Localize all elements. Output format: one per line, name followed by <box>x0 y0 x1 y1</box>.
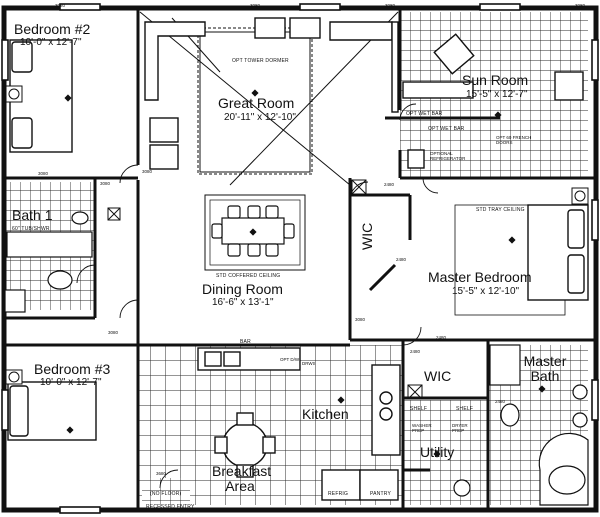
master-bedroom-name: Master Bedroom <box>428 269 532 285</box>
coffered-ceiling-inner <box>209 199 301 266</box>
bedroom3-dims: 10'-0" x 12'-7" <box>40 377 102 388</box>
nightstands <box>5 85 589 385</box>
entry-tile-floor <box>142 478 190 508</box>
master-bath-name: Master Bath <box>523 353 567 384</box>
kitchen-name: Kitchen <box>302 406 349 422</box>
note-drws: DRWS <box>302 361 316 366</box>
great-room-name: Great Room <box>218 95 295 111</box>
door-size: 2480 <box>495 399 506 404</box>
door-size: 3080 <box>575 3 586 8</box>
coffered-ceiling-outline <box>204 194 306 271</box>
door-size: 3080 <box>355 317 366 322</box>
note-opt-wet-bar-1: OPT WET BAR <box>406 111 443 117</box>
note-shelf-b: SHELF <box>456 406 474 412</box>
note-pantry: PANTRY <box>370 491 392 497</box>
wic-upper-name: WIC <box>359 222 375 250</box>
bedroom2-name: Bedroom #2 <box>14 21 91 37</box>
window-marks <box>1 3 599 514</box>
door-size: 3080 <box>250 3 261 8</box>
note-opt-refrigerator: OPTIONAL REFRIGERATOR <box>430 151 466 161</box>
breakfast-table <box>214 412 276 478</box>
note-std-tray: STD TRAY CEILING <box>476 207 525 213</box>
door-size: 2480 <box>436 335 447 340</box>
door-size: 3080 <box>142 169 153 174</box>
door-size: 3080 <box>385 3 396 8</box>
sun-room-name: Sun Room <box>462 72 529 88</box>
bedroom3-name: Bedroom #3 <box>34 361 111 377</box>
utility-tile-floor <box>403 400 488 505</box>
note-refrig: REFRIG <box>328 491 349 497</box>
door-size: 3080 <box>55 3 66 8</box>
sun-room-furniture <box>402 33 584 169</box>
door-size: 3680 <box>156 471 167 476</box>
note-std-coffered: STD COFFERED CEILING <box>216 273 281 279</box>
bedroom2-dims: 10'-0" x 12'-7" <box>20 37 82 48</box>
note-opt-dw: OPT D/W <box>280 357 300 362</box>
sun-room-dims: 15'-5" x 12'-7" <box>466 89 528 100</box>
great-room-furniture <box>144 17 399 170</box>
interior-walls <box>4 8 596 510</box>
door-size: 3080 <box>108 330 119 335</box>
note-bar: BAR <box>240 339 251 345</box>
beds <box>7 39 589 441</box>
breakfast-area-name: Breakfast Area <box>212 463 272 494</box>
center-markers <box>64 89 546 458</box>
utility-name: Utility <box>420 444 455 460</box>
note-recessed-entry: RECESSED ENTRY <box>146 504 195 510</box>
master-bedroom-dims: 15'-5" x 12'-10" <box>452 286 520 297</box>
bath1-name: Bath 1 <box>12 207 53 223</box>
note-opt-french-doors: OPT 60 FRENCH DOORS <box>496 135 532 145</box>
kitchen-counters <box>197 347 401 501</box>
door-size: 3080 <box>100 181 111 186</box>
x-symbols <box>107 179 423 400</box>
great-room-dims: 20'-11" x 12'-10" <box>224 112 296 123</box>
bath-fixtures <box>4 211 589 506</box>
note-opt-wet-bar-2: OPT WET BAR <box>428 126 465 132</box>
wic-lower-name: WIC <box>424 368 452 384</box>
door-size: 2480 <box>410 349 421 354</box>
door-size: 2480 <box>384 182 395 187</box>
note-tub-shwr: 60" TUB/SHWR <box>12 226 50 232</box>
door-size: 3080 <box>38 171 49 176</box>
dining-room-name: Dining Room <box>202 281 283 297</box>
note-no-floor: (NO FLOOR) <box>150 491 182 497</box>
note-washer: WASHER PREP <box>412 423 432 433</box>
note-opt-tower-dormer: OPT TOWER DORMER <box>232 58 289 64</box>
dining-room-dims: 16'-6" x 13'-1" <box>212 297 274 308</box>
note-dryer: DRYER PREP <box>452 423 468 433</box>
door-size: 2480 <box>396 257 407 262</box>
note-shelf-a: SHELF <box>410 406 428 412</box>
